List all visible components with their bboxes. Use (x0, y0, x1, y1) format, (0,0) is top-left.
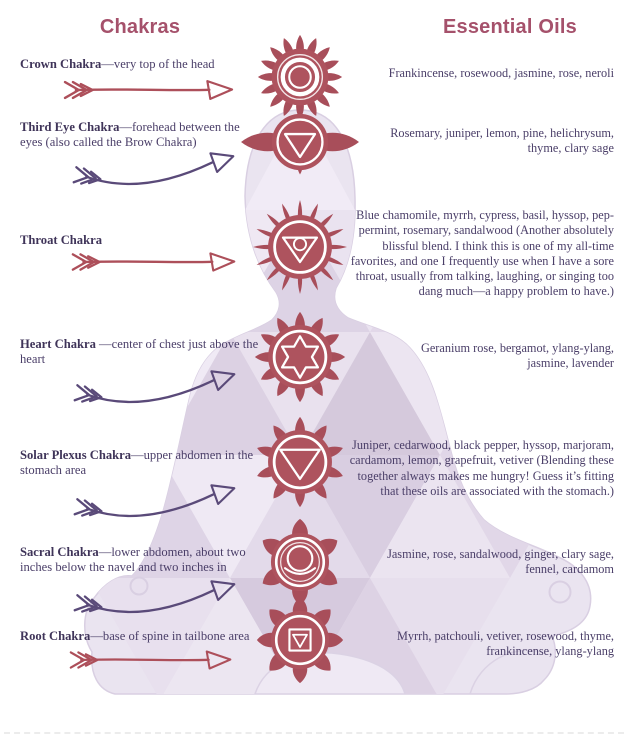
sacral-oils-text: Jasmine, rose, sandalwood, ginger, clary… (387, 547, 614, 577)
third-eye-chakra-label: Third Eye Chakra—forehead between the ey… (20, 120, 262, 150)
heart-chakra-name: Heart Chakra (20, 337, 96, 351)
throat-oils-text: Blue chamomile, myrrh, cypress, basil, h… (350, 208, 614, 299)
third-eye-oils-text: Rosemary, juniper, lemon, pine, helichry… (390, 126, 614, 156)
sacral-chakra-icon (258, 518, 342, 606)
third-eye-chakra-name: Third Eye Chakra (20, 120, 120, 134)
third-eye-chakra-description: —forehead between the eyes (also called … (20, 120, 240, 150)
heart-oils-text: Geranium rose, bergamot, ylang-ylang, ja… (420, 341, 614, 371)
solar-plexus-chakra-label: Solar Plexus Chakra—upper abdomen in the… (20, 448, 262, 478)
solar-plexus-oils-text: Juniper, cedarwood, black pepper, hyssop… (349, 438, 614, 498)
crown-chakra-icon (257, 34, 343, 120)
sacral-chakra-label: Sacral Chakra—lower abdomen, about two i… (20, 545, 262, 575)
throat-chakra-label: Throat Chakra (20, 233, 262, 248)
heart-curved-arrow-icon (73, 370, 236, 403)
throat-chakra-name: Throat Chakra (20, 233, 102, 247)
solar-plexus-chakra-name: Solar Plexus Chakra (20, 448, 132, 462)
heart-chakra-label: Heart Chakra —center of chest just above… (20, 337, 262, 367)
throat-straight-arrow-icon (71, 252, 236, 272)
third-eye-curved-arrow-icon (72, 152, 235, 185)
crown-chakra-name: Crown Chakra (20, 57, 102, 71)
throat-chakra-icon (253, 200, 347, 294)
third-eye-chakra-icon (241, 109, 359, 175)
sacral-chakra-name: Sacral Chakra (20, 545, 99, 559)
root-chakra-name: Root Chakra (20, 629, 91, 643)
crown-chakra-label: Crown Chakra—very top of the head (20, 57, 262, 72)
crown-chakra-description: —very top of the head (101, 57, 215, 71)
solar-plexus-chakra-icon (255, 416, 345, 508)
solar-plexus-curved-arrow-icon (73, 484, 236, 517)
chakras-column-heading: Chakras (99, 16, 181, 38)
root-chakra-label: Root Chakra—base of spine in tailbone ar… (20, 629, 262, 644)
crown-oils-text: Frankincense, rosewood, jasmine, rose, n… (388, 66, 614, 80)
bottom-dashed-divider (4, 732, 624, 734)
heart-chakra-icon (254, 311, 346, 403)
essential-oils-column-heading: Essential Oils (443, 16, 577, 38)
crown-straight-arrow-icon (63, 80, 234, 100)
root-chakra-icon (256, 596, 344, 684)
sacral-curved-arrow-icon (73, 580, 236, 613)
root-oils-text: Myrrh, patchouli, vetiver, rosewood, thy… (396, 629, 614, 659)
root-straight-arrow-icon (69, 650, 232, 670)
sacral-chakra-description: —lower abdomen, about two inches below t… (20, 545, 246, 575)
heart-chakra-description: —center of chest just above the heart (20, 337, 259, 367)
root-chakra-description: —base of spine in tailbone area (90, 629, 250, 643)
solar-plexus-chakra-description: —upper abdomen in the stomach area (20, 448, 254, 478)
